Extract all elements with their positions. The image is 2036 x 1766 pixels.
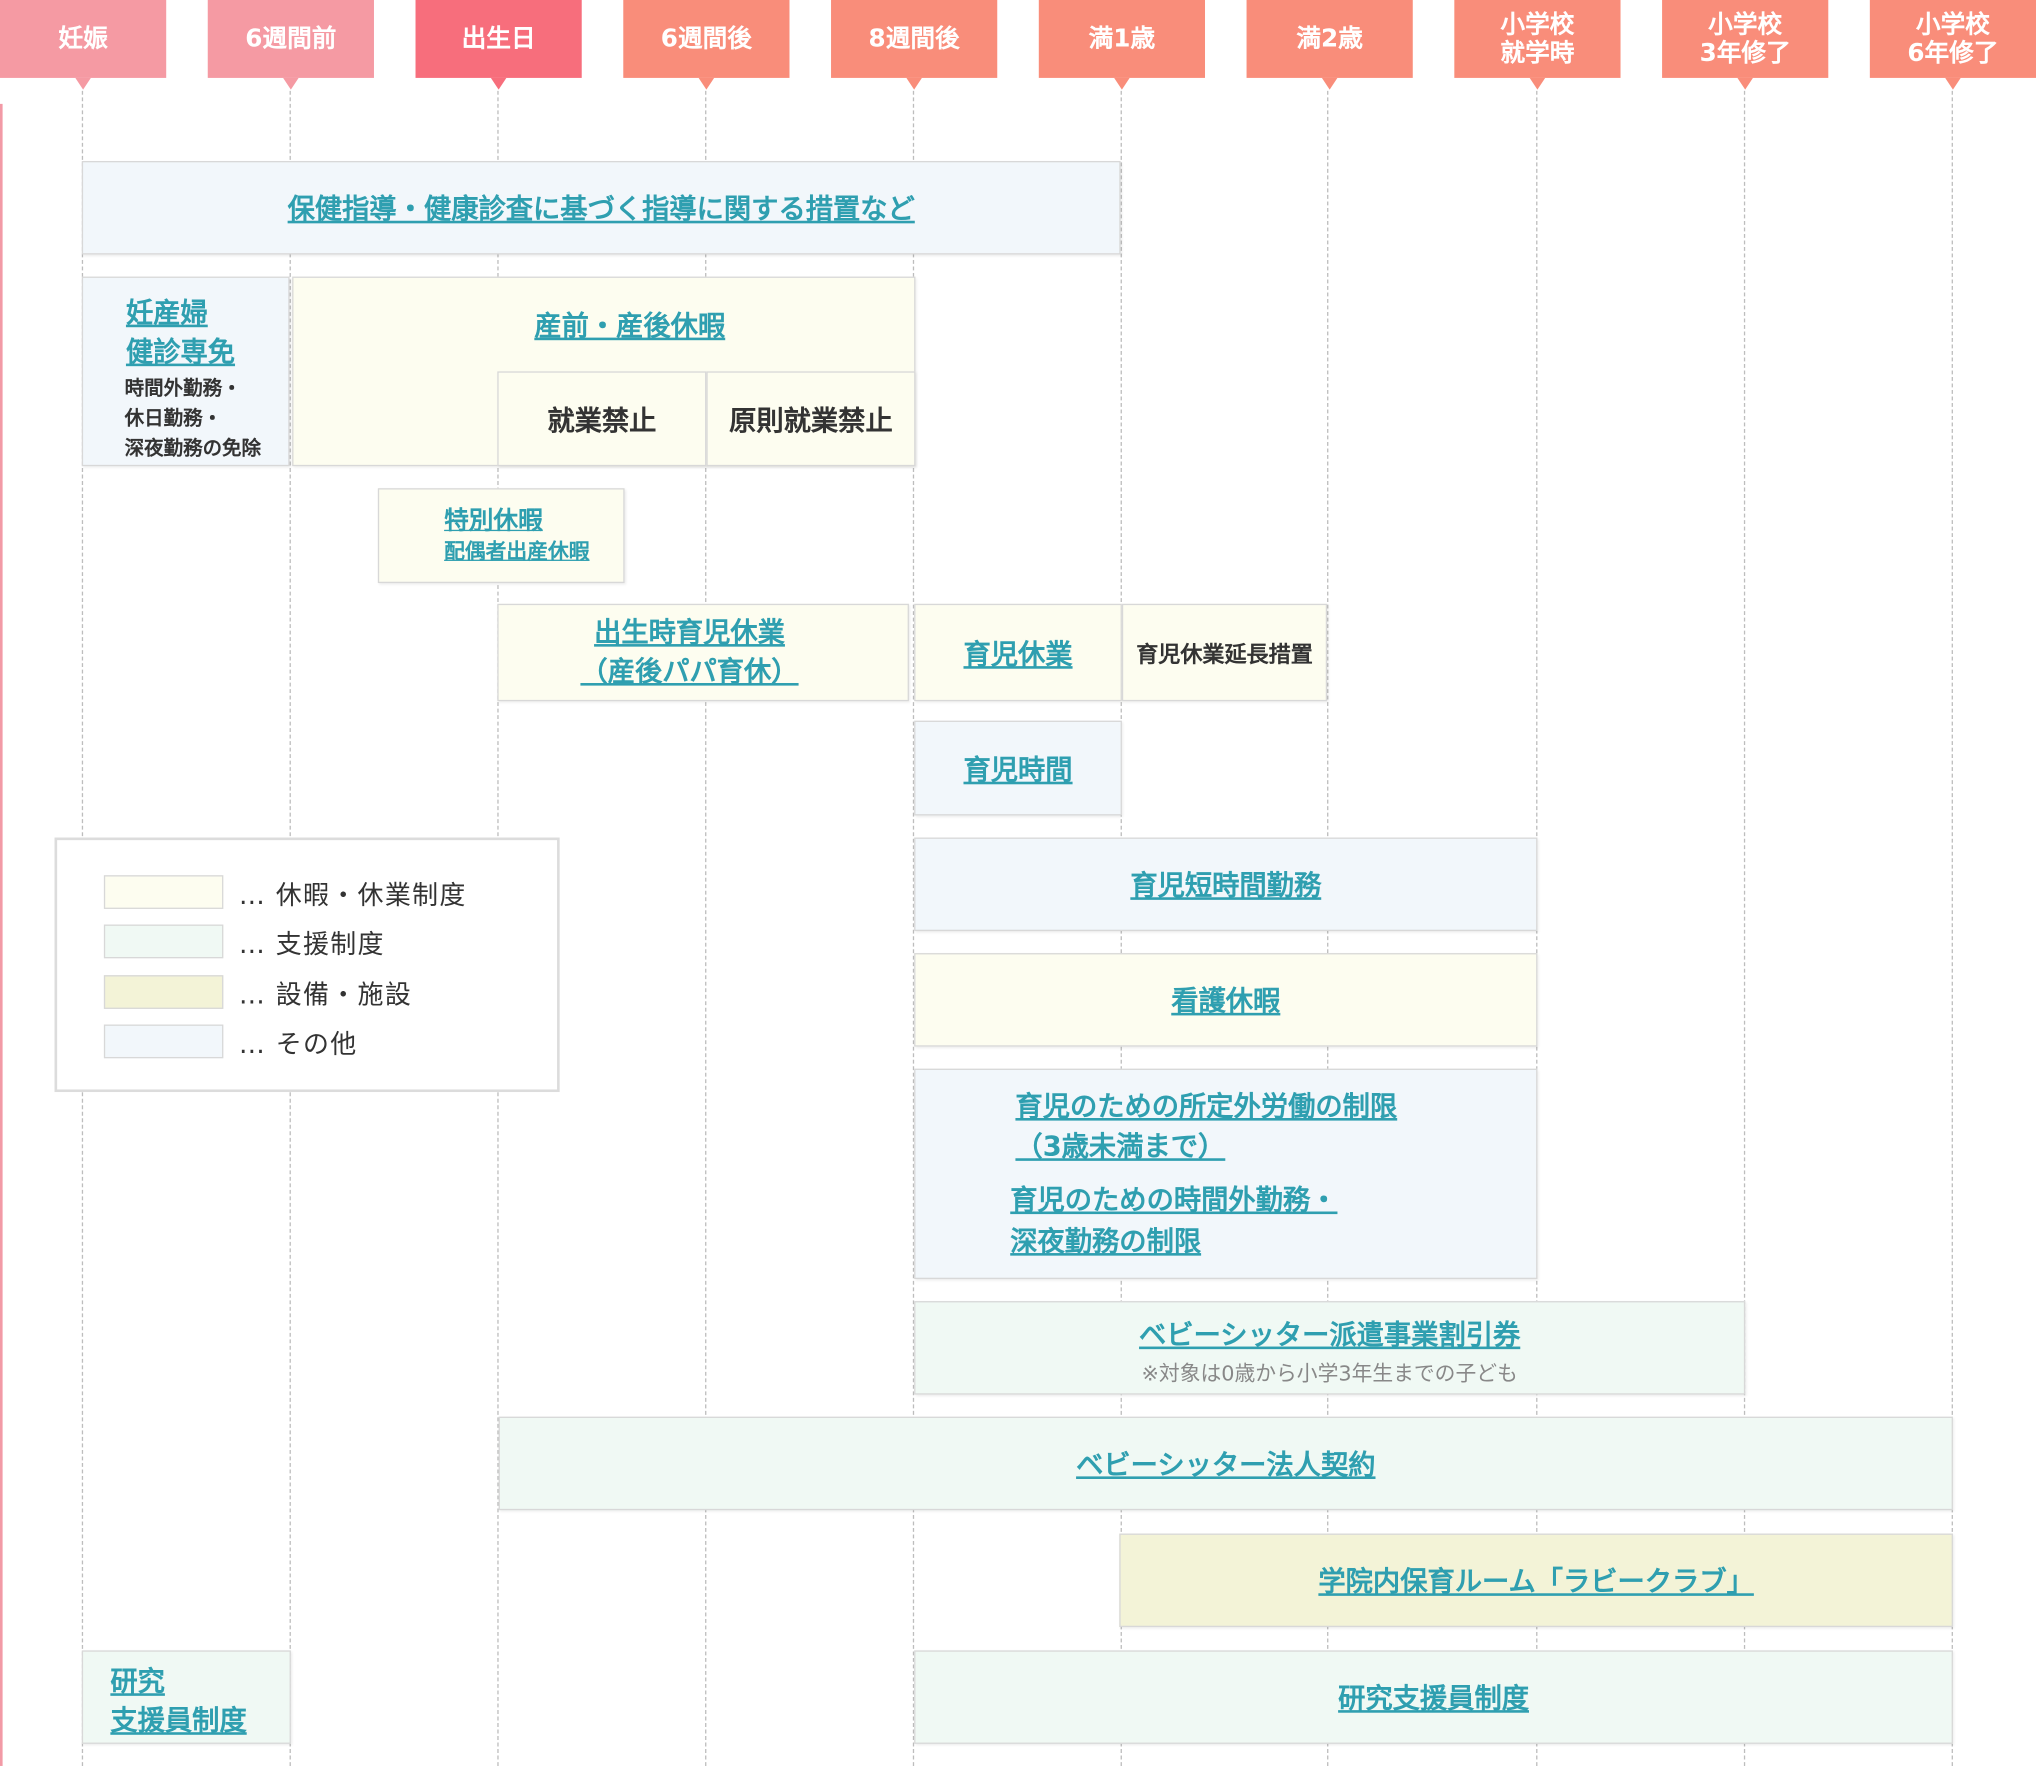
guide-line [1951, 90, 1953, 1766]
shugyo-kinshi-label: 就業禁止 [547, 404, 657, 436]
papa-line: （産後パパ育休） [580, 655, 799, 687]
legend-item-support: … 支援制度 [103, 923, 385, 959]
tokubetsu-line: 特別休暇 [444, 506, 543, 535]
tanjikan-box [914, 837, 1538, 932]
kenkyu-line: 支援員制度 [110, 1704, 247, 1737]
sitter-haken-box [914, 1301, 1746, 1395]
sitter-hojin-link[interactable]: ベビーシッター法人契約 [1076, 1449, 1376, 1481]
encho-box [1121, 603, 1328, 702]
note-line: 深夜勤務の免除 [124, 436, 262, 460]
kenkyu-link[interactable]: 研究支援員制度 [1338, 1682, 1529, 1715]
header-line: 小学校 [1708, 10, 1783, 39]
hoken-box [81, 161, 1121, 255]
kango-link[interactable]: 看護休暇 [1171, 985, 1281, 1017]
timeline-header-pregnancy: 妊娠 [0, 0, 167, 90]
guide-line [705, 90, 707, 1766]
header-line: 小学校 [1500, 10, 1575, 39]
guide-line [1743, 90, 1746, 1766]
kenkyu-line: 研究 [110, 1665, 165, 1698]
ikuji-kyugyo-box [914, 603, 1122, 702]
shoteigai-line: 育児のための所定外労働の制限 [1015, 1090, 1398, 1122]
papa-box [497, 603, 909, 702]
shugyo-kinshi-box [497, 371, 707, 467]
gensoku-kinshi-label: 原則就業禁止 [729, 404, 893, 436]
ninsanpu-note: 時間外勤務・ 休日勤務・ 深夜勤務の免除 [125, 374, 261, 464]
legend-label: … 支援制度 [238, 927, 385, 959]
legend-label: … 休暇・休業制度 [238, 878, 467, 910]
tokubetsu-box [377, 488, 625, 584]
jikangai-link[interactable]: 育児のための時間外勤務・ 深夜勤務の制限 [1010, 1179, 1337, 1262]
legend-swatch [103, 924, 224, 959]
sitter-haken-note: ※対象は0歳から小学3年生までの子ども [1141, 1360, 1518, 1386]
sitter-hojin-box [498, 1416, 1953, 1511]
kenkyu-short-box [81, 1650, 291, 1744]
ninsanpu-box [81, 276, 290, 467]
header-line: 6年修了 [1907, 38, 1999, 68]
ninsanpu-line: 妊産婦 [125, 297, 208, 329]
tokubetsu-line: 配偶者出産休暇 [444, 538, 590, 564]
timeline-header-6w-after: 6週間後 [623, 0, 790, 90]
encho-label: 育児休業延長措置 [1136, 642, 1313, 669]
rabi-link[interactable]: 学院内保育ルーム「ラビークラブ」 [1318, 1565, 1754, 1598]
kenkyu-short-link[interactable]: 研究 支援員制度 [110, 1662, 246, 1740]
header-line: 小学校 [1915, 10, 1990, 39]
ikuji-kyugyo-link[interactable]: 育児休業 [963, 638, 1073, 670]
kango-box [914, 953, 1538, 1047]
legend-label: … 設備・施設 [238, 978, 413, 1010]
legend-item-leave: … 休暇・休業制度 [103, 874, 467, 910]
kenkyu-box [914, 1650, 1953, 1744]
legend-swatch [103, 975, 224, 1009]
gensoku-kinshi-box [706, 371, 916, 467]
timeline-header-8w-after: 8週間後 [831, 0, 998, 90]
sanzen-link[interactable]: 産前・産後休暇 [534, 310, 726, 342]
tanjikan-link[interactable]: 育児短時間勤務 [1130, 869, 1322, 902]
legend-swatch [103, 875, 224, 909]
ikuji-jikan-box [914, 720, 1122, 816]
ikuji-jikan-link[interactable]: 育児時間 [963, 753, 1073, 785]
header-line: 就学時 [1500, 38, 1575, 68]
note-line: 時間外勤務・ [124, 376, 242, 400]
tokubetsu-link[interactable]: 特別休暇 配偶者出産休暇 [444, 504, 589, 566]
papa-line: 出生時育児休業 [594, 616, 785, 648]
timeline-header-school-entry: 小学校就学時 [1454, 0, 1621, 90]
header-line: 3年修了 [1699, 38, 1791, 68]
left-rule [0, 103, 3, 1766]
legend-swatch [103, 1024, 224, 1059]
jikangai-line: 深夜勤務の制限 [1010, 1225, 1202, 1257]
ninsanpu-link[interactable]: 妊産婦 健診専免 [126, 293, 235, 371]
timeline-header-6w-before: 6週間前 [207, 0, 374, 90]
ninsanpu-line: 健診専免 [125, 336, 236, 368]
papa-link[interactable]: 出生時育児休業 （産後パパ育休） [497, 613, 881, 691]
timeline-header-birth: 出生日 [415, 0, 582, 90]
timeline-header-age-1: 満1歳 [1038, 0, 1206, 90]
hoken-link[interactable]: 保健指導・健康診査に基づく指導に関する措置など [287, 193, 915, 225]
timeline-header-age-2: 満2歳 [1246, 0, 1413, 90]
jikangai-line: 育児のための時間外勤務・ [1010, 1184, 1338, 1216]
guide-line [912, 90, 915, 1766]
shoteigai-link[interactable]: 育児のための所定外労働の制限 （3歳未満まで） [1015, 1087, 1397, 1168]
legend-item-other: … その他 [103, 1023, 358, 1059]
seigen-box [914, 1068, 1538, 1280]
legend-item-facility: … 設備・施設 [103, 974, 413, 1010]
sitter-haken-link[interactable]: ベビーシッター派遣事業割引券 [1139, 1319, 1521, 1351]
shoteigai-line: （3歳未満まで） [1015, 1130, 1226, 1163]
rabi-box [1119, 1533, 1953, 1628]
legend-label: … その他 [238, 1027, 358, 1059]
note-line: 休日勤務・ [124, 406, 223, 430]
legend: … 休暇・休業制度 … 支援制度 … 設備・施設 … その他 [54, 837, 560, 1093]
